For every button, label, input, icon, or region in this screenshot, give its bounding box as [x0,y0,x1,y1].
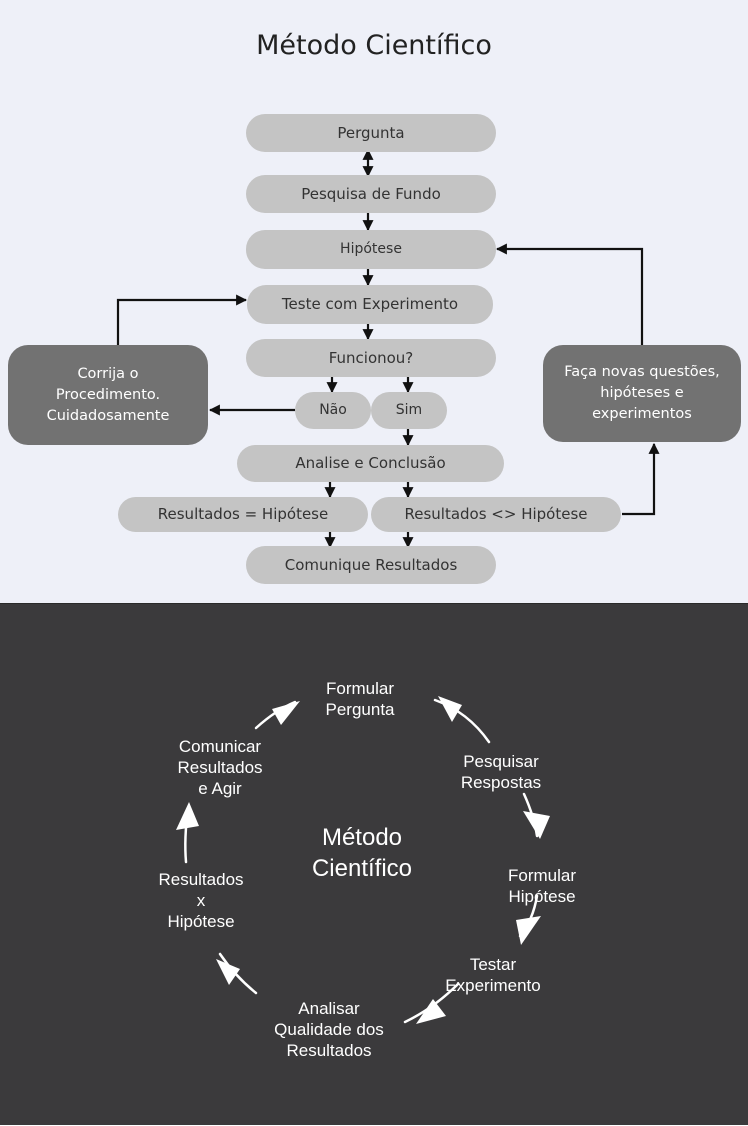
node-resultados-diferente-hipotese: Resultados <> Hipótese [371,497,621,532]
flowchart-panel: Método Científico Pergunta Pesquisa de F [0,0,748,603]
node-sim: Sim [371,392,447,429]
cycle-arrowhead-1 [438,696,462,722]
flowchart-connectors [116,148,660,549]
cycle-arc-1 [433,698,491,744]
cycle-step-comunicar-resultados: Comunicar Resultados e Agir [177,737,263,798]
cycle-step-pesquisar-respostas: Pesquisar Respostas [460,752,542,792]
node-teste-com-experimento: Teste com Experimento [247,285,493,324]
cycle-arrowhead-6 [176,802,199,830]
cycle-arrowhead-3 [516,916,541,945]
node-analise-e-conclusao: Analise e Conclusão [237,445,504,482]
node-corrija-o-procedimento: Corrija o Procedimento. Cuidadosamente [8,345,208,445]
node-faca-novas-questoes: Faça novas questões, hipóteses e experim… [543,345,741,442]
node-funcionou: Funcionou? [246,339,496,377]
node-pesquisa-de-fundo: Pesquisa de Fundo [246,175,496,213]
cycle-step-resultados-x-hipotese: Resultados x Hipótese [158,870,244,931]
cycle-arrowhead-2 [523,811,550,839]
cycle-arrows [176,696,550,1024]
node-comunique-resultados: Comunique Resultados [246,546,496,584]
flowchart-title: Método Científico [256,30,492,61]
node-nao: Não [295,392,371,429]
cycle-panel: Método Científico Formular Pergunta Pesq… [0,603,748,1125]
arrow-faca-hipotese [495,243,644,345]
cycle-center-title: Método Científico [311,824,413,882]
cycle-step-testar-experimento: Testar Experimento [445,955,541,995]
cycle-step-analisar-qualidade: Analisar Qualidade dos Resultados [274,999,384,1060]
cycle-arrowhead-5 [216,959,240,985]
cycle-arc-5 [218,952,258,995]
cycle-arrowhead-4 [416,999,446,1024]
arrow-res-dif-faca [622,442,660,516]
cycle-arrowhead-7 [272,701,300,725]
cycle-step-formular-pergunta: Formular Pergunta [325,679,395,719]
cycle-step-formular-hipotese: Formular Hipótese [507,866,576,906]
arrow-corrija-teste [116,294,248,345]
node-resultados-igual-hipotese: Resultados = Hipótese [118,497,368,532]
node-hipotese: Hipótese [246,230,496,269]
node-pergunta: Pergunta [246,114,496,152]
